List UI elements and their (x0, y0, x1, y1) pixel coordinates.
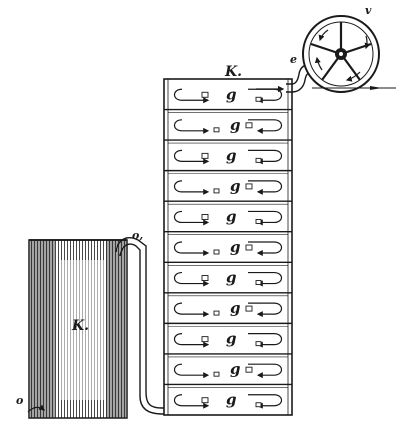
flow-arrow (248, 210, 283, 226)
flow-arrow (173, 394, 210, 409)
valve-box (245, 305, 253, 312)
flow-arrow (248, 363, 283, 379)
valve-box (213, 188, 220, 194)
compartment: g (173, 85, 283, 104)
compartment-label: g (230, 299, 241, 317)
compartment: g (164, 231, 292, 256)
flow-arrow (248, 394, 283, 409)
valve-box (245, 366, 253, 373)
valve-box (213, 310, 220, 316)
compartment: g (164, 383, 292, 409)
tank-outlet-label: o, (132, 229, 143, 242)
flow-arrow (173, 180, 210, 195)
valve-box (255, 96, 262, 102)
compartment: g (164, 169, 292, 195)
flow-arrow (248, 119, 283, 134)
compartment: g (164, 292, 292, 318)
flow-arrow (248, 149, 283, 165)
flow-arrow (173, 241, 210, 256)
compartment-label: g (230, 177, 241, 195)
flow-arrow (248, 180, 283, 195)
flow-arrow (173, 88, 210, 104)
compartment: g (164, 353, 292, 379)
flow-arrow (173, 210, 210, 226)
compartment: g (164, 139, 292, 165)
valve-box (255, 402, 262, 408)
valve-box (255, 219, 262, 224)
compartment: g (164, 261, 292, 287)
wheel (302, 15, 396, 93)
connecting-pipe (115, 237, 164, 415)
flow-arrow (248, 302, 283, 318)
valve-box (255, 341, 262, 347)
compartment-label: g (226, 85, 237, 103)
compartment-label: g (226, 269, 237, 287)
flow-arrow (173, 333, 210, 348)
flow-arrow (173, 271, 210, 287)
valve-box (213, 371, 220, 377)
wheel-label: v (365, 4, 372, 17)
flow-arrow (248, 271, 283, 287)
compartment-label: g (230, 238, 241, 256)
valve-box (255, 280, 262, 285)
tank-label: K. (71, 318, 89, 334)
storage-tank (28, 239, 128, 419)
flow-arrow (173, 119, 210, 134)
inflow-arrow (27, 404, 45, 413)
valve-box (245, 122, 253, 129)
valve-box (245, 244, 253, 251)
compartment: g (164, 108, 292, 134)
valve-box (201, 275, 209, 281)
flow-arrow (173, 363, 210, 379)
compartment-label: g (226, 207, 237, 225)
compartment-label: g (226, 330, 237, 348)
valve-box (201, 152, 209, 159)
valve-box (201, 336, 209, 343)
compartment-label: g (230, 116, 241, 134)
tower-label: K. (224, 64, 242, 80)
flow-arrow (248, 241, 283, 256)
compartment-label: g (226, 146, 237, 164)
flow-arrow (173, 149, 210, 165)
compartment-label: g (230, 360, 241, 378)
valve-box (201, 91, 209, 98)
valve-box (213, 127, 220, 133)
compartment: g (164, 322, 292, 348)
pipe-outlet-label: e (290, 53, 297, 66)
compartment-label: g (226, 391, 237, 409)
valve-box (201, 397, 209, 404)
valve-box (255, 157, 262, 163)
tank-bottom-label: o (16, 394, 23, 407)
valve-box (213, 249, 220, 255)
flow-arrow (248, 333, 283, 348)
valve-box (201, 214, 209, 220)
flow-arrow (173, 302, 210, 318)
valve-box (245, 183, 253, 190)
compartment: g (164, 200, 292, 226)
